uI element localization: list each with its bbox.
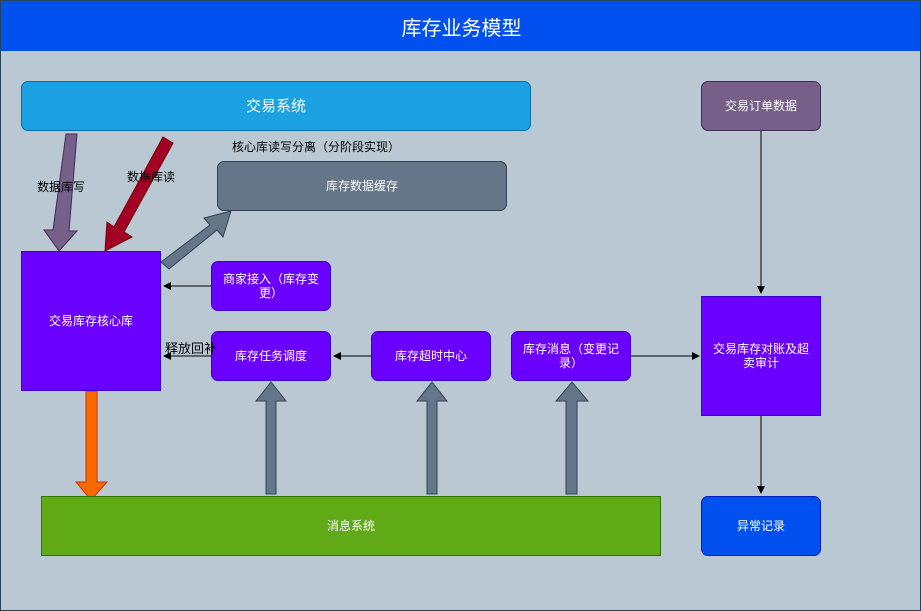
trade-orders-node[interactable]: 交易订单数据 xyxy=(701,81,821,131)
core-inventory-db-label: 交易库存核心库 xyxy=(48,313,133,328)
merchant-access-node[interactable]: 商家接入（库存变更） xyxy=(211,261,331,311)
core-to-message-arrow xyxy=(74,390,109,501)
task-dispatch-label: 库存任务调度 xyxy=(234,348,307,363)
inventory-cache-node[interactable]: 库存数据缓存 xyxy=(217,161,507,211)
db-write-label: 数据库写 xyxy=(37,180,86,194)
timeout-center-node[interactable]: 库存超时中心 xyxy=(371,331,491,381)
trade-system-node[interactable]: 交易系统 xyxy=(21,81,531,131)
rw-split-label: 核心库读写分离（分阶段实现） xyxy=(232,140,401,154)
message-to-timeout-arrow xyxy=(415,381,449,495)
task-dispatch-node[interactable]: 库存任务调度 xyxy=(211,331,331,381)
message-system-node[interactable]: 消息系统 xyxy=(41,496,661,556)
message-system-label: 消息系统 xyxy=(326,518,375,533)
message-to-dispatch-arrow xyxy=(254,381,288,495)
release-label: 释放回补 xyxy=(165,342,218,357)
timeout-center-label: 库存超时中心 xyxy=(394,348,467,363)
cache-sync-arrow xyxy=(160,210,232,270)
inventory-cache-label: 库存数据缓存 xyxy=(325,178,398,193)
message-to-stockmsg-arrow xyxy=(554,381,590,495)
trade-system-label: 交易系统 xyxy=(245,97,306,115)
stock-message-label: 库存消息（变更记录） xyxy=(522,341,619,370)
exception-log-node[interactable]: 异常记录 xyxy=(701,496,821,556)
stock-message-node[interactable]: 库存消息（变更记录） xyxy=(511,331,631,381)
reconcile-audit-label: 交易库存对账及超卖审计 xyxy=(712,341,809,370)
trade-orders-label: 交易订单数据 xyxy=(724,98,797,113)
diagram-title: 库存业务模型 xyxy=(1,1,920,51)
exception-log-label: 异常记录 xyxy=(736,518,785,533)
db-read-label: 数据库读 xyxy=(127,170,176,184)
reconcile-audit-node[interactable]: 交易库存对账及超卖审计 xyxy=(701,296,821,416)
read-arrow xyxy=(104,136,174,252)
core-inventory-db-node[interactable]: 交易库存核心库 xyxy=(21,251,161,391)
merchant-access-label: 商家接入（库存变更） xyxy=(222,271,319,300)
write-arrow xyxy=(43,133,79,252)
